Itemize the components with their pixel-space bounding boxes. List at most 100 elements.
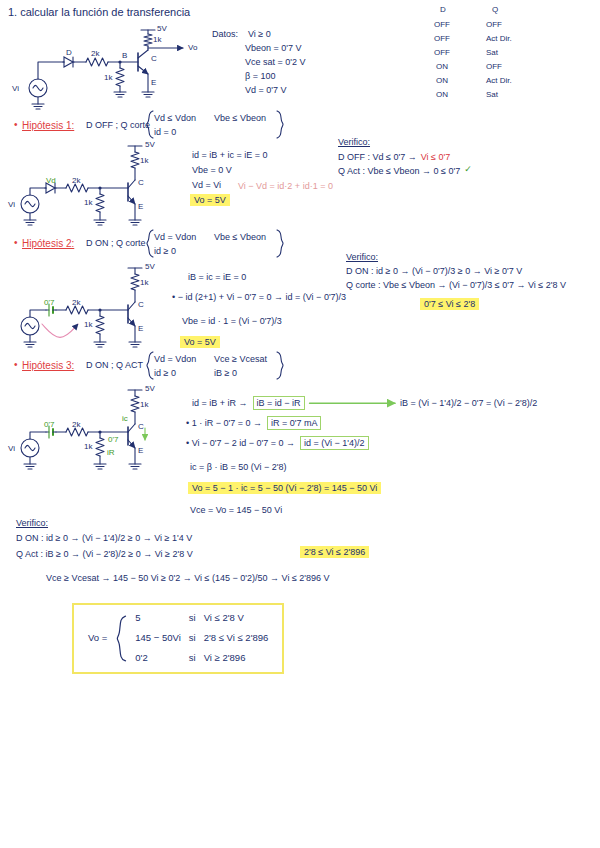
ground-symbol (98, 224, 102, 225)
circuit-label: C (151, 54, 157, 63)
ground-symbol (96, 344, 104, 345)
equation-text: Q Act : Vbe ≤ Vbeon → 0 ≤ 0'7 (338, 166, 460, 176)
circuit-label: 5V (145, 140, 155, 149)
circuit-label: 2k (91, 49, 99, 58)
node-text: 0'2 (135, 653, 181, 664)
resistor-symbol (66, 184, 88, 192)
wire (88, 309, 128, 310)
table-cell: Sat (486, 48, 498, 57)
transistor-symbol (128, 318, 135, 326)
ground-symbol (116, 94, 124, 95)
circuit-label: 2k (72, 420, 80, 429)
voltage-source (25, 201, 35, 206)
brace (277, 230, 283, 257)
node-text: si (189, 613, 196, 624)
circuit-label: ic (122, 414, 128, 423)
node-text: Vo = (88, 633, 107, 644)
wire (29, 213, 30, 220)
equation-text: β = 100 (245, 71, 275, 81)
equation-text: Vce = Vo = 145 − 50 Vi (190, 505, 282, 515)
circuit-label: E (138, 446, 143, 455)
table-cell: OFF (486, 20, 502, 29)
section-heading: Verifico: (338, 137, 370, 147)
ground-symbol (131, 222, 139, 223)
transistor-symbol (138, 50, 148, 58)
page-title: 1. calcular la función de transferencia (8, 6, 190, 19)
current-arrow (144, 428, 145, 440)
wire (134, 268, 135, 274)
equation-text: D OFF ; Q corte (86, 120, 150, 130)
circuit-label: 5V (145, 384, 155, 393)
circuit-label: 1k (84, 320, 92, 329)
wire (134, 412, 135, 424)
table-cell: Sat (486, 90, 498, 99)
transistor-symbol (127, 305, 129, 323)
resistor-symbol (144, 34, 152, 46)
equation-text: iB = ic = iE = 0 (188, 272, 246, 282)
wire (134, 448, 135, 464)
circuit-label: D (66, 48, 72, 57)
wire (99, 310, 100, 316)
wire (99, 334, 100, 342)
resistor-symbol (116, 68, 124, 86)
equation-text: D ON ; Q corte (86, 238, 146, 248)
ground-symbol (94, 463, 106, 464)
node-text: 2'8 ≤ Vi ≤ 2'896 (204, 633, 269, 644)
equation-text: Vi ≥ 0 (248, 29, 271, 39)
transistor-symbol (127, 183, 129, 201)
resistor-symbol (131, 396, 139, 412)
ground-symbol (28, 224, 32, 225)
circuit-label: Vo (188, 43, 197, 52)
wire (99, 432, 100, 438)
wire (134, 168, 135, 180)
equation-text: iB ≥ 0 (214, 368, 237, 378)
node-text: Vo = 5V (194, 195, 226, 205)
wire (88, 187, 128, 188)
equation-text: D ON : id ≥ 0 → (Vi − 0'7)/3 ≥ 0 → Vi ≥ … (346, 266, 522, 276)
ground-symbol (146, 96, 150, 97)
ground-symbol (24, 463, 36, 464)
highlight-box: id = (Vi − 1'4)/2 (300, 436, 369, 450)
voltage-source (29, 79, 47, 97)
equation-text: Q Act : iB ≥ 0 → (Vi − 2'8)/2 ≥ 0 → Vi ≥… (16, 549, 193, 559)
node-text: 0'7 ≤ Vi ≤ 2'8 (424, 299, 475, 309)
equation-text: • − id (2+1) + Vi − 0'7 = 0 → id = (Vi −… (172, 292, 346, 302)
node-text: id = (Vi − 1'4)/2 (304, 438, 365, 448)
equation-text: • 1 · iR − 0'7 = 0 → (186, 418, 262, 428)
diode-symbol (72, 57, 73, 67)
brace (277, 352, 283, 379)
equation-text: Vce sat = 0'2 V (245, 57, 306, 67)
ground-symbol (129, 341, 141, 342)
circuit-label: 1k (84, 442, 92, 451)
resistor-symbol (86, 58, 108, 66)
wire (147, 74, 148, 92)
voltage-source (21, 439, 39, 457)
ground-symbol (114, 91, 126, 92)
node-text: iB = id − iR (257, 398, 301, 408)
resistor-symbol (96, 438, 104, 456)
equation-text: ✓ (464, 164, 472, 174)
wire (108, 61, 138, 62)
resistor-symbol (66, 428, 88, 436)
node-text: si (189, 653, 196, 664)
wire (99, 456, 100, 464)
equation-text: id ≥ 0 (154, 368, 176, 378)
circuit-label: 1k (104, 73, 112, 82)
equation-text: D OFF : Vd ≤ 0'7 → (338, 152, 417, 162)
transistor-symbol (128, 180, 135, 188)
equation-text: Vce ≥ Vcesat → 145 − 50 Vi ≥ 0'2 → Vi ≤ … (46, 573, 330, 583)
circuit-label: Vi (8, 444, 15, 453)
circuit-label: 0'7 (44, 298, 54, 307)
resistor-symbol (66, 306, 88, 314)
ground-symbol (94, 341, 106, 342)
equation-text: Vd = Vdon (154, 232, 196, 242)
circuit-label: 5V (157, 24, 167, 33)
circuit-label: B (122, 51, 127, 60)
resistor-symbol (131, 274, 139, 290)
ground-symbol (133, 346, 137, 347)
hypothesis-heading: • (14, 119, 18, 131)
node-text: Vi ≥ 2'896 (204, 653, 269, 664)
ground-symbol (34, 106, 42, 107)
equation-text: Vbe ≤ Vbeon (214, 113, 266, 123)
